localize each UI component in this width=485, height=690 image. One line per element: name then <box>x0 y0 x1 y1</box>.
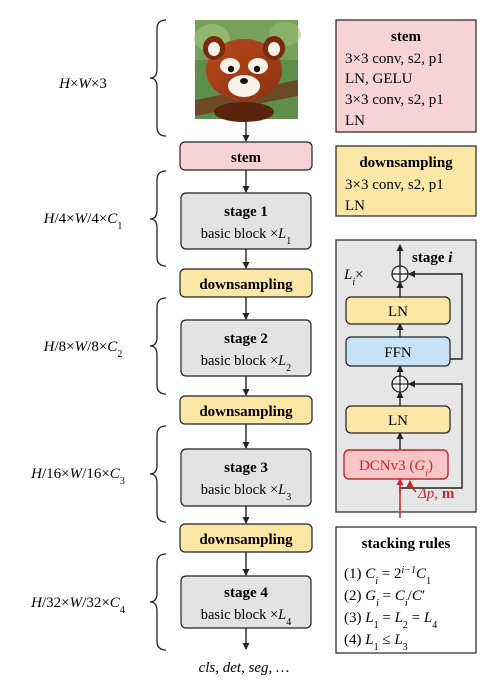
downsampling-2-label: downsampling <box>199 404 293 420</box>
dims-column: H×W×3 H/4×W/4×C1 H/8×W/8×C2 H/16×W/16×C3… <box>30 19 167 651</box>
stage-1-subtitle: basic block ×L1 <box>201 226 292 247</box>
stage-1-title: stage 1 <box>224 204 268 220</box>
stage-1-block: stage 1 basic block ×L1 <box>180 192 312 250</box>
stacking-rules-box: stacking rules (1) Ci = 2i−1C1 (2) Gi = … <box>335 526 477 654</box>
output-tasks-label: cls, det, seg, … <box>199 660 290 676</box>
stem-detail-line-3: 3×3 conv, s2, p1 <box>345 92 444 108</box>
downsampling-3-block: downsampling <box>179 523 313 553</box>
stage-4-title: stage 4 <box>224 585 268 601</box>
ffn-label: FFN <box>384 345 412 361</box>
stage-4-subtitle: basic block ×L4 <box>201 607 292 628</box>
brace-stage2 <box>149 297 167 395</box>
downsampling-1-block: downsampling <box>179 268 313 298</box>
add-op-top <box>391 265 409 283</box>
stem-detail-line-1: 3×3 conv, s2, p1 <box>345 51 444 67</box>
stage-2-subtitle: basic block ×L2 <box>201 353 292 374</box>
brace-stage4 <box>149 553 167 651</box>
downsampling-1-label: downsampling <box>199 277 293 293</box>
ffn-block: FFN <box>345 336 451 367</box>
downsampling-3-label: downsampling <box>199 532 293 548</box>
stacking-rules-title: stacking rules <box>362 536 451 552</box>
stage-i-panel: stage i Li× <box>335 239 477 518</box>
dim-label-stage3: H/16×W/16×C3 <box>30 466 125 487</box>
dim-label-stage1: H/4×W/4×C1 <box>43 211 123 232</box>
ln-lower-block: LN <box>345 405 451 434</box>
dcnv3-block: DCNv3 (Gi) <box>343 449 449 480</box>
stage-3-subtitle: basic block ×L3 <box>201 482 292 503</box>
dim-label-stage2: H/8×W/8×C2 <box>43 339 123 360</box>
stacking-rule-3: (3) L1 = L2 = L4 <box>344 610 437 631</box>
downsampling-2-block: downsampling <box>179 395 313 425</box>
stem-detail-line-2: LN, GELU <box>345 71 413 87</box>
stem-block: stem <box>179 141 313 171</box>
downsampling-detail-box: downsampling 3×3 conv, s2, p1 LN <box>335 145 477 217</box>
repeat-count-label: Li× <box>343 267 364 288</box>
ln-upper-label: LN <box>388 304 408 320</box>
brace-stage3 <box>149 425 167 523</box>
add-op-bottom <box>391 375 409 393</box>
ln-lower-label: LN <box>388 413 408 429</box>
dcnv3-label: DCNv3 (Gi) <box>359 458 433 479</box>
stem-detail-line-4: LN <box>345 113 365 129</box>
arrow-offset-mask <box>406 480 417 493</box>
pipeline: stem stage 1 basic block ×L1 downsamplin… <box>179 20 313 676</box>
input-image <box>194 20 301 122</box>
stacking-rule-1: (1) Ci = 2i−1C1 <box>344 565 431 587</box>
offset-mask-label: Δp, m <box>417 486 455 502</box>
brace-stage1 <box>149 170 167 267</box>
brace-input <box>149 19 167 137</box>
downsampling-detail-line-2: LN <box>345 198 365 214</box>
stage-3-block: stage 3 basic block ×L3 <box>180 448 312 507</box>
downsampling-detail-title: downsampling <box>359 155 453 171</box>
downsampling-detail-line-1: 3×3 conv, s2, p1 <box>345 177 444 193</box>
stem-detail-box: stem 3×3 conv, s2, p1 LN, GELU 3×3 conv,… <box>335 19 477 133</box>
dim-label-stage4: H/32×W/32×C4 <box>30 595 125 616</box>
stem-label: stem <box>231 150 261 166</box>
stage-2-title: stage 2 <box>224 331 268 347</box>
stage-4-block: stage 4 basic block ×L4 <box>180 575 312 629</box>
stem-detail-title: stem <box>391 29 421 45</box>
stacking-rule-2: (2) Gi = Ci/C′ <box>344 588 425 609</box>
stage-3-title: stage 3 <box>224 460 268 476</box>
dim-label-input: H×W×3 <box>58 76 107 92</box>
stacking-rule-4: (4) L1 ≤ L3 <box>344 632 408 653</box>
stage-i-title: stage i <box>412 250 453 266</box>
stage-2-block: stage 2 basic block ×L2 <box>180 319 312 377</box>
ln-upper-block: LN <box>345 296 451 325</box>
